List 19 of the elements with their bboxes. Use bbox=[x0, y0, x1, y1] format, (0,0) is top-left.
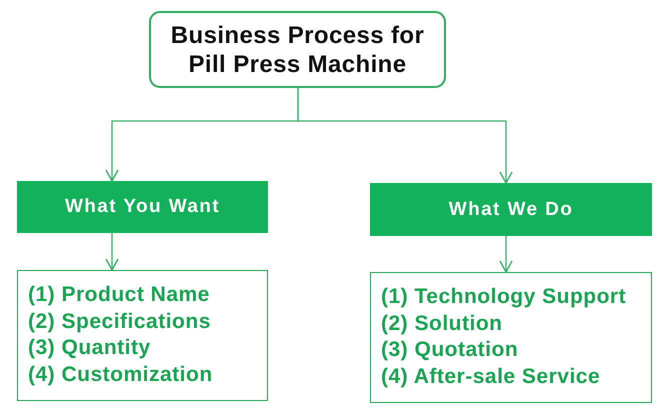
connector-arrow bbox=[105, 233, 119, 271]
header-bar bbox=[370, 183, 652, 236]
connector-arrow bbox=[499, 236, 513, 273]
list-item: (4) After-sale Service bbox=[381, 364, 600, 390]
list-item: (4) Customization bbox=[28, 362, 213, 388]
title-text: Business Process for Pill Press Machine bbox=[170, 20, 426, 78]
list-item: (1) Technology Support bbox=[381, 284, 626, 310]
header-bar bbox=[17, 181, 268, 233]
header-text: What You Want bbox=[64, 196, 220, 218]
list-item: (3) Quotation bbox=[381, 337, 518, 363]
list-item: (1) Product Name bbox=[28, 282, 210, 308]
list-box bbox=[17, 270, 268, 401]
title-box bbox=[149, 11, 446, 88]
list-item: (2) Solution bbox=[381, 310, 502, 336]
header-text: What We Do bbox=[448, 198, 574, 220]
connector-arrow bbox=[297, 88, 513, 184]
list-item: (3) Quantity bbox=[28, 335, 151, 361]
list-box bbox=[370, 272, 652, 403]
list-item: (2) Specifications bbox=[28, 308, 211, 334]
